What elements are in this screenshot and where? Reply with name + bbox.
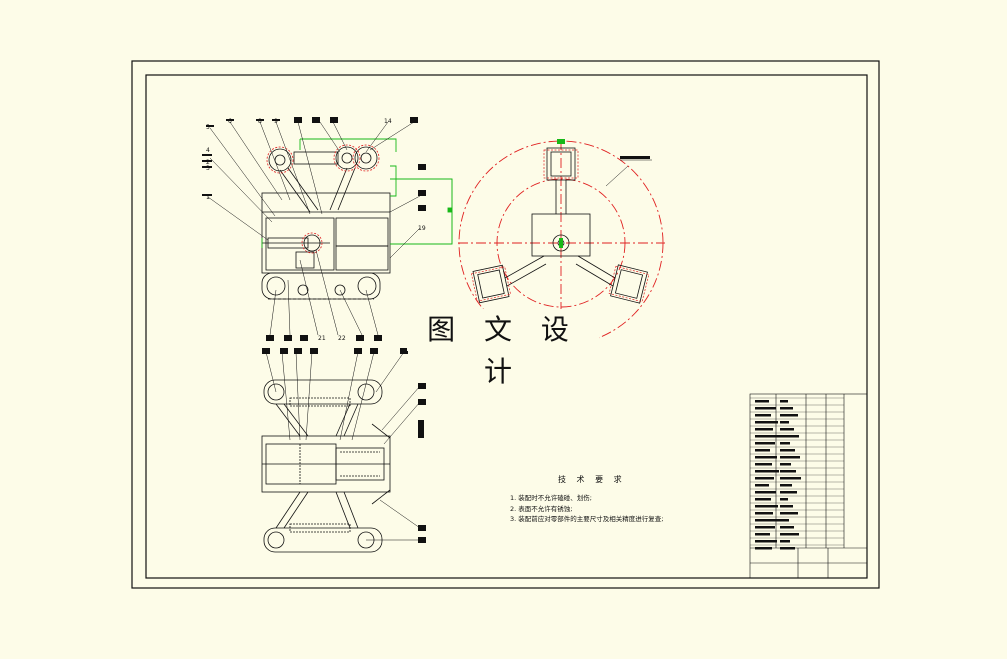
tech-requirements-title: 技 术 要 求 <box>558 475 626 484</box>
outer-border <box>131 60 880 589</box>
top-view <box>261 379 391 553</box>
title-block-row-text <box>755 540 777 543</box>
title-block-row-text <box>780 477 801 480</box>
title-block-row-text <box>755 456 777 459</box>
callout-19: 19 <box>418 225 426 232</box>
title-block-row-text <box>780 421 789 424</box>
title-block-row-text <box>780 470 796 473</box>
title-block-row-text <box>755 428 773 431</box>
callout-21: 21 <box>318 335 326 342</box>
side-view-leader <box>605 156 652 187</box>
title-block-row-text <box>780 414 798 417</box>
callout-1: 1 <box>206 194 210 201</box>
title-block-row-text <box>780 449 795 452</box>
title-block-row-text <box>780 456 800 459</box>
side-view <box>472 147 648 304</box>
title-block-row-text <box>780 463 791 466</box>
watermark-text: 图 文 设 计 <box>407 309 599 388</box>
title-block-row-text <box>780 519 789 522</box>
front-view-callout-marks <box>202 117 426 341</box>
title-block-row-text <box>755 414 771 417</box>
title-block-row-text <box>780 547 795 550</box>
callout-9: 9 <box>274 118 278 125</box>
title-block-row-text <box>780 533 799 536</box>
title-block-row-text <box>780 400 788 403</box>
callout-3: 3 <box>206 165 210 172</box>
callout-4: 4 <box>206 147 210 154</box>
top-view-leaders <box>265 351 421 541</box>
title-block-row-text <box>780 407 793 410</box>
front-view-callout-text: 1 2 3 4 5 6 8 9 14 19 21 22 <box>206 118 426 342</box>
title-block-row-text <box>755 533 770 536</box>
title-block-row-text <box>755 484 769 487</box>
title-block-row-text <box>755 505 778 508</box>
title-block-row-text <box>780 540 790 543</box>
title-block-row-text <box>755 498 771 501</box>
top-view-callout-marks <box>262 348 426 543</box>
title-block-row-text <box>755 547 772 550</box>
title-block-row-text <box>780 484 792 487</box>
title-block-row-text <box>755 526 775 529</box>
front-view-dimensions <box>261 138 453 248</box>
title-block-row-text <box>780 491 797 494</box>
callout-14: 14 <box>384 118 392 125</box>
title-block-row-text <box>780 498 788 501</box>
callout-5: 5 <box>206 124 210 131</box>
title-block-row-text <box>755 421 778 424</box>
front-view-leaders <box>207 121 421 336</box>
title-block-row-text <box>780 428 794 431</box>
title-block-rows <box>750 397 844 550</box>
tech-requirement-note: 2. 表面不允许有锈蚀; <box>510 505 573 513</box>
title-block-row-text <box>755 470 779 473</box>
title-block-row-text <box>780 435 799 438</box>
tech-requirement-note: 1. 装配时不允许磕碰、划伤; <box>510 494 592 502</box>
callout-2: 2 <box>206 159 210 166</box>
title-block-row-text <box>755 477 774 480</box>
front-view-red-gears <box>266 144 380 254</box>
title-block-row-text <box>755 512 773 515</box>
title-block-row-text <box>755 407 776 410</box>
front-view <box>261 146 391 300</box>
callout-8: 8 <box>258 118 262 125</box>
title-block-row-text <box>780 442 790 445</box>
title-block-row-text <box>755 463 772 466</box>
inner-border <box>145 74 868 579</box>
callout-22: 22 <box>338 335 346 342</box>
callout-6: 6 <box>228 118 232 125</box>
title-block-row-text <box>780 505 793 508</box>
title-block-row-text <box>780 526 794 529</box>
side-view-red-details <box>471 149 650 303</box>
title-block-row-text <box>780 512 798 515</box>
title-block-row-text <box>755 442 775 445</box>
title-block-row-text <box>755 519 780 522</box>
tech-requirement-note: 3. 装配前应对零部件的主要尺寸及相关精度进行复查; <box>510 515 664 523</box>
title-block-row-text <box>755 435 780 438</box>
side-view-green-marks <box>557 139 565 248</box>
title-block-row-text <box>755 400 769 403</box>
title-block-row-text <box>755 491 776 494</box>
title-block-row-text <box>755 449 770 452</box>
